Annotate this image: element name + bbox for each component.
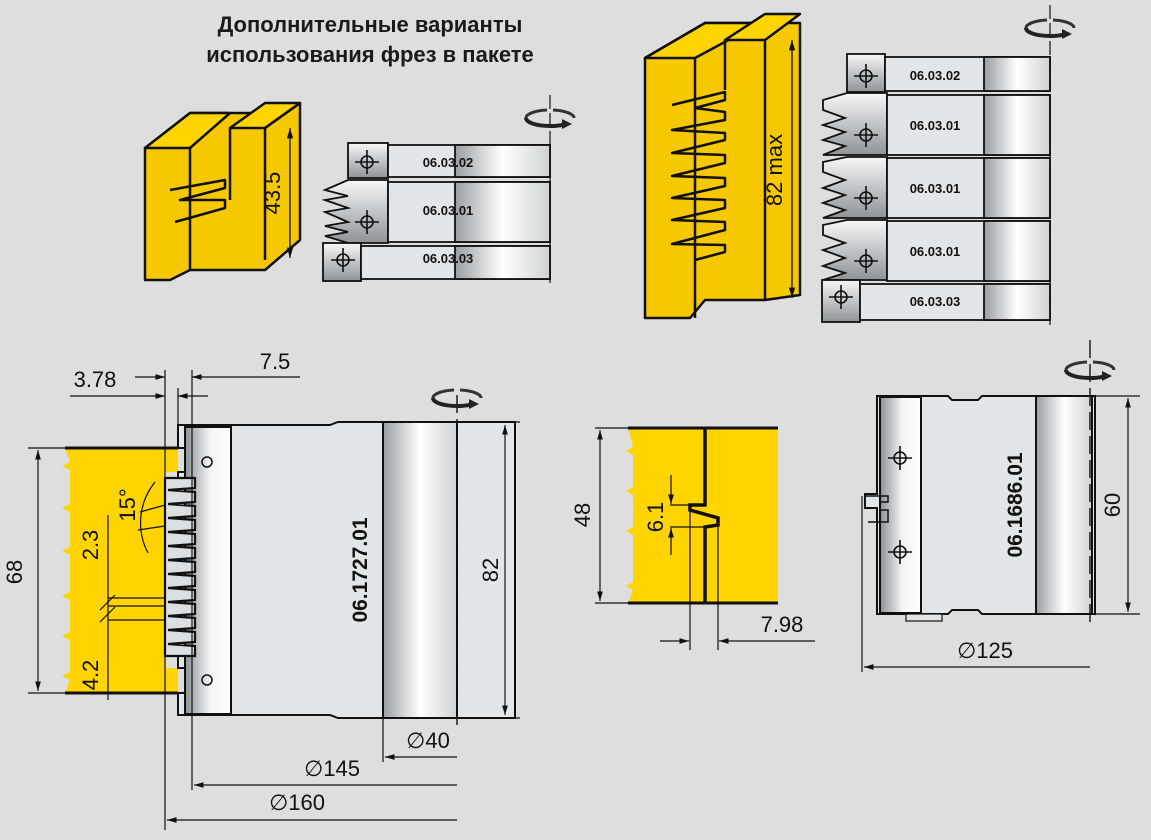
- cutter-code: 06.03.03: [910, 294, 961, 309]
- dim-offset-a: 3.78: [74, 367, 117, 392]
- dim-tongue: 6.1: [643, 502, 668, 533]
- dim-joint-height: 48: [570, 503, 595, 527]
- workpiece-3d-large: [643, 12, 802, 320]
- height-label: 43.5: [260, 172, 285, 215]
- cutter-code: 06.03.02: [910, 68, 961, 83]
- dim-bore: ∅40: [406, 728, 450, 753]
- dim-height: 82: [478, 558, 503, 582]
- cutter-body-main: [163, 421, 516, 719]
- cutter-code: 06.03.01: [910, 181, 961, 196]
- dimension-82-max: 82 max: [762, 40, 796, 298]
- dim-groove-diameter: ∅125: [957, 638, 1013, 663]
- cutter-body-groove: [864, 395, 1096, 622]
- height-label: 82 max: [762, 134, 787, 206]
- workpiece-section-main: [62, 446, 178, 695]
- page-title: Дополнительные варианты использования фр…: [160, 10, 580, 70]
- dim-pitch: 2.3: [78, 530, 103, 561]
- joint-detail: 48 6.1 7.98: [570, 426, 815, 650]
- dim-groove-height: 60: [1100, 493, 1125, 517]
- cutter-code: 06.03.01: [910, 118, 961, 133]
- cutter-code: 06.03.01: [910, 244, 961, 259]
- cutter-code: 06.03.02: [423, 155, 474, 170]
- dimensions-main: [28, 370, 520, 830]
- title-line-1: Дополнительные варианты: [217, 12, 523, 37]
- mount-hole-icon: [201, 456, 213, 468]
- workpiece-3d-small: [143, 101, 302, 282]
- dim-outer-diameter: ∅160: [269, 790, 325, 815]
- dim-body-diameter: ∅145: [304, 756, 360, 781]
- cutter-code-groove: 06.1686.01: [1004, 452, 1027, 557]
- cutter-stack-large: [820, 53, 1051, 323]
- cutter-code: 06.03.03: [423, 251, 474, 266]
- title-line-2: использования фрез в пакете: [206, 42, 534, 67]
- dim-offset-b: 7.5: [260, 349, 291, 374]
- dim-angle: 15°: [115, 488, 140, 521]
- dim-workpiece-height: 68: [2, 560, 27, 584]
- dim-depth: 7.98: [761, 612, 804, 637]
- cutter-code: 06.03.01: [423, 203, 474, 218]
- cutter-code-main: 06.1727.01: [349, 517, 372, 622]
- cutter-stack-small: [321, 142, 551, 282]
- dimension-43-5: 43.5: [260, 128, 294, 258]
- dimensions-groove: [861, 395, 1140, 672]
- mount-hole-icon: [201, 674, 213, 686]
- dim-edge: 4.2: [78, 660, 103, 691]
